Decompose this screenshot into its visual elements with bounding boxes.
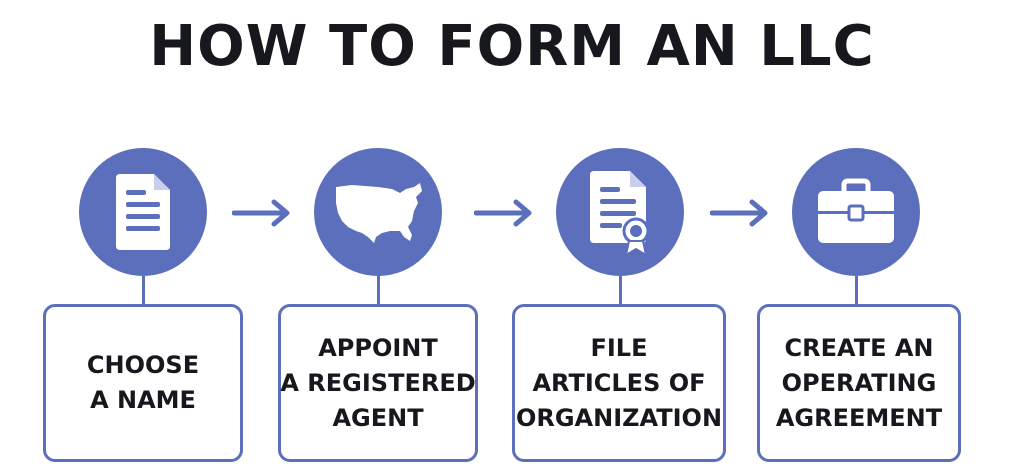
- step-4-line-2: OPERATING: [781, 368, 937, 397]
- step-4-circle: [792, 148, 920, 276]
- step-4-line-1: CREATE AN: [784, 333, 934, 362]
- arrow-right-icon: [232, 199, 290, 227]
- certificate-document-icon: [590, 171, 650, 257]
- step-2-line-3: AGENT: [332, 403, 424, 432]
- arrow-right-icon: [474, 199, 532, 227]
- document-icon: [116, 174, 170, 250]
- page-title: HOW TO FORM AN LLC: [149, 14, 875, 79]
- step-1-line-2: A NAME: [90, 386, 196, 414]
- step-2-line-2: A REGISTERED: [280, 368, 476, 397]
- step-1-box: CHOOSE A NAME: [43, 304, 243, 462]
- step-3-box: FILE ARTICLES OF ORGANIZATION: [512, 304, 726, 462]
- step-4-box: CREATE AN OPERATING AGREEMENT: [757, 304, 961, 462]
- step-2-circle: [314, 148, 442, 276]
- step-3-line-2: ARTICLES OF: [532, 368, 706, 397]
- step-4-line-3: AGREEMENT: [775, 403, 943, 432]
- step-3-line-3: ORGANIZATION: [515, 403, 723, 432]
- step-1-circle: [79, 148, 207, 276]
- arrow-right-icon: [710, 199, 768, 227]
- step-3-circle: [556, 148, 684, 276]
- step-2-line-1: APPOINT: [318, 333, 438, 362]
- briefcase-icon: [818, 178, 894, 243]
- step-1-line-1: CHOOSE: [86, 351, 200, 379]
- step-3-line-1: FILE: [590, 333, 648, 362]
- usa-map-icon: [336, 183, 422, 243]
- step-2-box: APPOINT A REGISTERED AGENT: [278, 304, 478, 462]
